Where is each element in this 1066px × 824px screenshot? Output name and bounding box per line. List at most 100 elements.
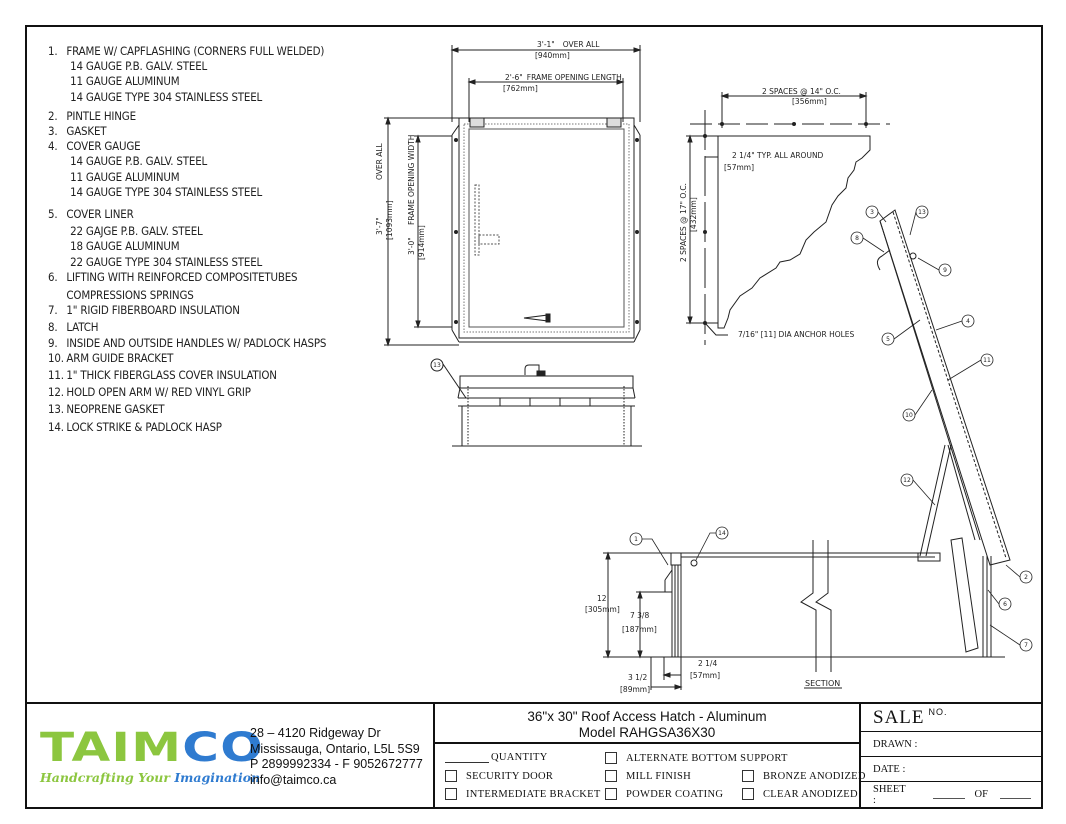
dim-section-base: 3 1/2: [628, 673, 647, 682]
dim-section-inner-height-mm: [187mm]: [622, 625, 657, 634]
dim-anchor-spacing-side: 2 SPACES @ 17" O.C.: [679, 183, 688, 262]
company-logo: TAIMCO: [40, 728, 264, 768]
email-address: info@taimco.ca: [250, 772, 337, 787]
option-intermediate-bracket[interactable]: INTERMEDIATE BRACKET: [445, 788, 601, 800]
phone-fax: P 2899992334 - F 9052672777: [250, 757, 423, 771]
checkbox[interactable]: [605, 770, 617, 782]
sheet-number-blank[interactable]: [933, 790, 965, 799]
tagline-green: Handcrafting Your: [40, 770, 175, 785]
legend-sub: 14 GAUGE P.B. GALV. STEEL: [70, 155, 208, 169]
legend-sub: 18 GAUGE ALUMINUM: [70, 240, 180, 254]
option-label: CLEAR ANODIZED: [763, 788, 858, 800]
dim-anchor-edge-mm: [57mm]: [724, 163, 754, 172]
callout-14: 14: [718, 530, 726, 537]
option-clear-anodized[interactable]: CLEAR ANODIZED: [742, 788, 858, 800]
callout-8: 8: [855, 235, 859, 242]
drawn-field[interactable]: DRAWN :: [861, 732, 1041, 757]
section-label: SECTION: [805, 679, 840, 688]
callout-7: 7: [1024, 642, 1028, 649]
option-powder-coating[interactable]: POWDER COATING: [605, 788, 723, 800]
quantity-blank[interactable]: [445, 753, 489, 763]
sale-text: SALE: [873, 706, 925, 728]
section-view: [603, 209, 1011, 690]
legend-num: 9.: [48, 336, 58, 350]
plan-view: [384, 45, 642, 347]
legend-label: GASKET: [66, 125, 107, 139]
dim-overall-height-label: OVER ALL: [375, 142, 384, 180]
product-title: 36"x 30" Roof Access Hatch - Aluminum Mo…: [435, 704, 859, 744]
tagline-blue: Imagination: [174, 770, 261, 785]
quantity-field[interactable]: QUANTITY: [445, 752, 548, 763]
callout-10: 10: [905, 412, 913, 419]
legend-sub: 14 GAUGE P.B. GALV. STEEL: [70, 60, 208, 74]
drawing-sheet-border: [25, 25, 1043, 809]
dim-overall-width: 3'-1"OVER ALL: [537, 40, 600, 49]
legend-item-14: 14.LOCK STRIKE & PADLOCK HASP: [48, 420, 326, 435]
legend-num: 2.: [48, 109, 58, 123]
date-field[interactable]: DATE :: [861, 757, 1041, 782]
dim-section-height-mm: [305mm]: [585, 605, 620, 614]
legend-item-9: 9.INSIDE AND OUTSIDE HANDLES W/ PADLOCK …: [48, 336, 326, 351]
checkbox[interactable]: [742, 770, 754, 782]
legend-num: 6.: [48, 270, 58, 284]
checkbox[interactable]: [742, 788, 754, 800]
sheet-field[interactable]: SHEET :OF: [861, 782, 1041, 807]
dim-section-inner-height: 7 3/8: [630, 611, 649, 620]
legend-label: LOCK STRIKE & PADLOCK HASP: [66, 420, 222, 434]
option-label: BRONZE ANODIZED: [763, 770, 866, 782]
callout-11: 11: [983, 357, 991, 364]
checkbox[interactable]: [445, 788, 457, 800]
company-address: 28 – 4120 Ridgeway Dr Mississauga, Ontar…: [250, 726, 423, 788]
dim-anchor-edge: 2 1/4" TYP. ALL AROUND: [732, 151, 824, 160]
legend-item-6: 6. LIFTING WITH REINFORCED COMPOSITETUBES: [48, 270, 326, 285]
sheet-label: SHEET :: [873, 783, 906, 806]
legend-sub: 22 GAUGE TYPE 304 STAINLESS STEEL: [70, 255, 263, 269]
option-label: INTERMEDIATE BRACKET: [466, 788, 601, 800]
dim-overall-height-mm: [1093mm]: [385, 200, 394, 240]
legend-label: NEOPRENE GASKET: [66, 403, 165, 417]
dim-anchor-spacing-top-mm: [356mm]: [792, 97, 827, 106]
option-bronze-anodized[interactable]: BRONZE ANODIZED: [742, 770, 866, 782]
callout-6: 6: [1003, 601, 1007, 608]
option-label: ALTERNATE BOTTOM SUPPORT: [626, 752, 788, 764]
callout-13: 13: [433, 362, 441, 369]
drawn-label: DRAWN :: [873, 738, 918, 750]
dim-opening-width-label: FRAME OPENING WIDTH: [407, 135, 416, 225]
legend-sub: 14 GAUGE TYPE 304 STAINLESS STEEL: [70, 185, 263, 199]
checkbox[interactable]: [605, 752, 617, 764]
callout-12: 12: [903, 477, 911, 484]
legend-label: COVER LINER: [66, 208, 134, 222]
technical-drawings: 3'-1"OVER ALL [940mm] 2'-6"FRAME OPENING…: [375, 40, 1033, 694]
company-tagline: Handcrafting Your Imagination: [40, 770, 260, 785]
legend-item-10: 10.ARM GUIDE BRACKET: [48, 351, 326, 366]
sale-no: NO.: [928, 706, 948, 717]
parts-legend: 1.FRAME W/ CAPFLASHING (CORNERS FULL WEL…: [48, 44, 326, 435]
legend-label: LIFTING WITH REINFORCED COMPOSITETUBES: [66, 270, 298, 284]
legend-label: COVER GAUGE: [66, 140, 141, 154]
sheet-total-blank[interactable]: [999, 790, 1031, 799]
legend-label: PINTLE HINGE: [66, 109, 136, 123]
model-number: Model RAHGSA36X30: [578, 725, 716, 740]
option-mill-finish[interactable]: MILL FINISH: [605, 770, 691, 782]
callout-13b: 13: [918, 209, 926, 216]
legend-item-11: 11.1" THICK FIBERGLASS COVER INSULATION: [48, 368, 326, 383]
option-security-door[interactable]: SECURITY DOOR: [445, 770, 553, 782]
checkbox[interactable]: [445, 770, 457, 782]
dim-anchor-spacing-top: 2 SPACES @ 14" O.C.: [762, 87, 841, 96]
dim-overall-height: 3'-7": [375, 217, 384, 235]
address-line-2: Mississauga, Ontario, L5L 5S9: [250, 741, 420, 756]
callout-1: 1: [634, 536, 638, 543]
legend-num: 8.: [48, 321, 58, 335]
legend-num: 3.: [48, 125, 58, 139]
legend-sub: 22 GAJGE P.B. GALV. STEEL: [70, 225, 203, 239]
product-info: 36"x 30" Roof Access Hatch - Aluminum Mo…: [435, 704, 865, 809]
legend-sub: 14 GAUGE TYPE 304 STAINLESS STEEL: [70, 90, 263, 104]
legend-num: 7.: [48, 304, 58, 318]
title-line-1: 36"x 30" Roof Access Hatch - Aluminum: [527, 709, 767, 724]
legend-item-7: 7.1" RIGID FIBERBOARD INSULATION: [48, 303, 326, 318]
legend-item-2: 2. PINTLE HINGE: [48, 109, 326, 124]
option-alternate-bottom-support[interactable]: ALTERNATE BOTTOM SUPPORT: [605, 752, 788, 764]
checkbox[interactable]: [605, 788, 617, 800]
